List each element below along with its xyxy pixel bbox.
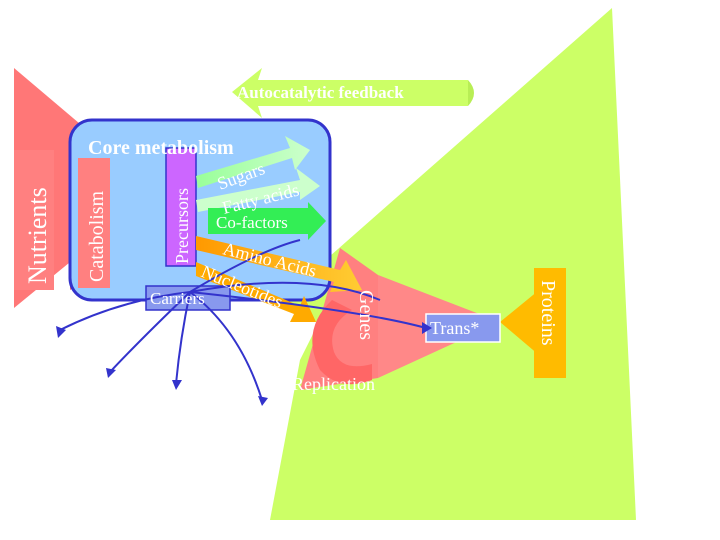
nutrients-label: Nutrients	[23, 187, 52, 284]
genes-label: Genes	[355, 290, 377, 340]
proteins-label: Proteins	[537, 280, 559, 346]
cofactors-label: Co-factors	[216, 213, 288, 232]
core-metabolism-label: Core metabolism	[88, 137, 234, 159]
catabolism-label: Catabolism	[86, 190, 108, 282]
trans-label: Trans*	[430, 318, 479, 338]
replication-label: Replication	[292, 374, 375, 394]
carriers-label: Carriers	[150, 289, 205, 308]
precursors-label: Precursors	[172, 188, 192, 264]
autocatalytic-label: Autocatalytic feedback	[237, 83, 404, 102]
autocatalytic-shade	[468, 80, 474, 106]
